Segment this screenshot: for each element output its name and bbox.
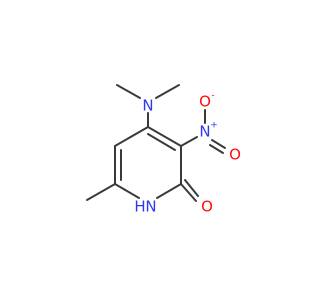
bond-amine-methyl-left	[116, 84, 141, 99]
bond-c6-methyl	[86, 183, 116, 201]
carbonyl-oxygen-label: O	[201, 198, 213, 216]
nitro-oxygen-top-charge: -	[211, 91, 214, 101]
bond-nitro-o-right-b	[209, 144, 224, 154]
nitro-oxygen-right-label: O	[229, 146, 241, 164]
bond-nitro-o-right-a	[211, 139, 226, 149]
bond-amine-methyl-right	[155, 84, 180, 99]
bond-c3-c4-inner	[147, 133, 176, 151]
bond-c3-c4	[147, 126, 182, 147]
bond-n1-c2	[156, 183, 182, 199]
ring-nitrogen-label: N	[145, 198, 156, 216]
bond-c3-nitro	[180, 136, 198, 147]
amine-nitrogen-label: N	[142, 97, 153, 115]
bond-c2-o-b	[184, 179, 199, 197]
bond-c2-o-a	[180, 183, 197, 202]
nitro-nitrogen-charge: +	[210, 121, 218, 131]
ring-nh-hydrogen-label: H	[134, 198, 145, 216]
nitro-nitrogen-label: N	[199, 123, 210, 141]
bond-c4-c5	[114, 126, 149, 147]
nitro-oxygen-top-label: O	[199, 93, 211, 111]
bond-c6-n1	[114, 183, 140, 199]
molecule-structure: N N + O - O H N O	[86, 84, 241, 216]
